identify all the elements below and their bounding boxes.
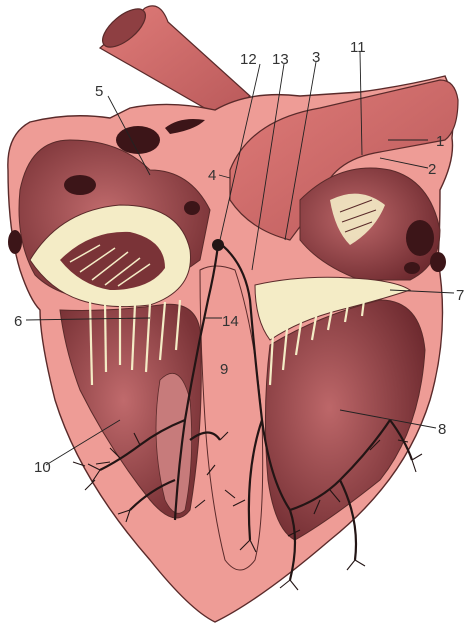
left-ventricle-chamber: [265, 300, 425, 540]
label-7: 7: [456, 287, 464, 304]
opening-c: [64, 175, 96, 195]
opening-d: [184, 201, 200, 215]
vein-opening-3: [404, 262, 420, 274]
label-4: 4: [208, 167, 216, 184]
label-3: 3: [312, 49, 320, 66]
label-5: 5: [95, 83, 103, 100]
vein-opening-1: [406, 220, 434, 256]
label-12: 12: [240, 51, 257, 68]
opening-e: [8, 230, 22, 254]
label-6: 6: [14, 313, 22, 330]
label-14: 14: [222, 313, 239, 330]
label-9: 9: [220, 361, 228, 378]
label-11: 11: [350, 39, 366, 56]
label-2: 2: [428, 161, 436, 178]
opening-a: [116, 126, 160, 154]
av-node: [212, 239, 224, 251]
label-10: 10: [34, 459, 51, 476]
label-1: 1: [436, 133, 444, 150]
label-8: 8: [438, 421, 446, 438]
vein-opening-2: [430, 252, 446, 272]
label-13: 13: [272, 51, 289, 68]
upper-vessel: [96, 2, 250, 118]
